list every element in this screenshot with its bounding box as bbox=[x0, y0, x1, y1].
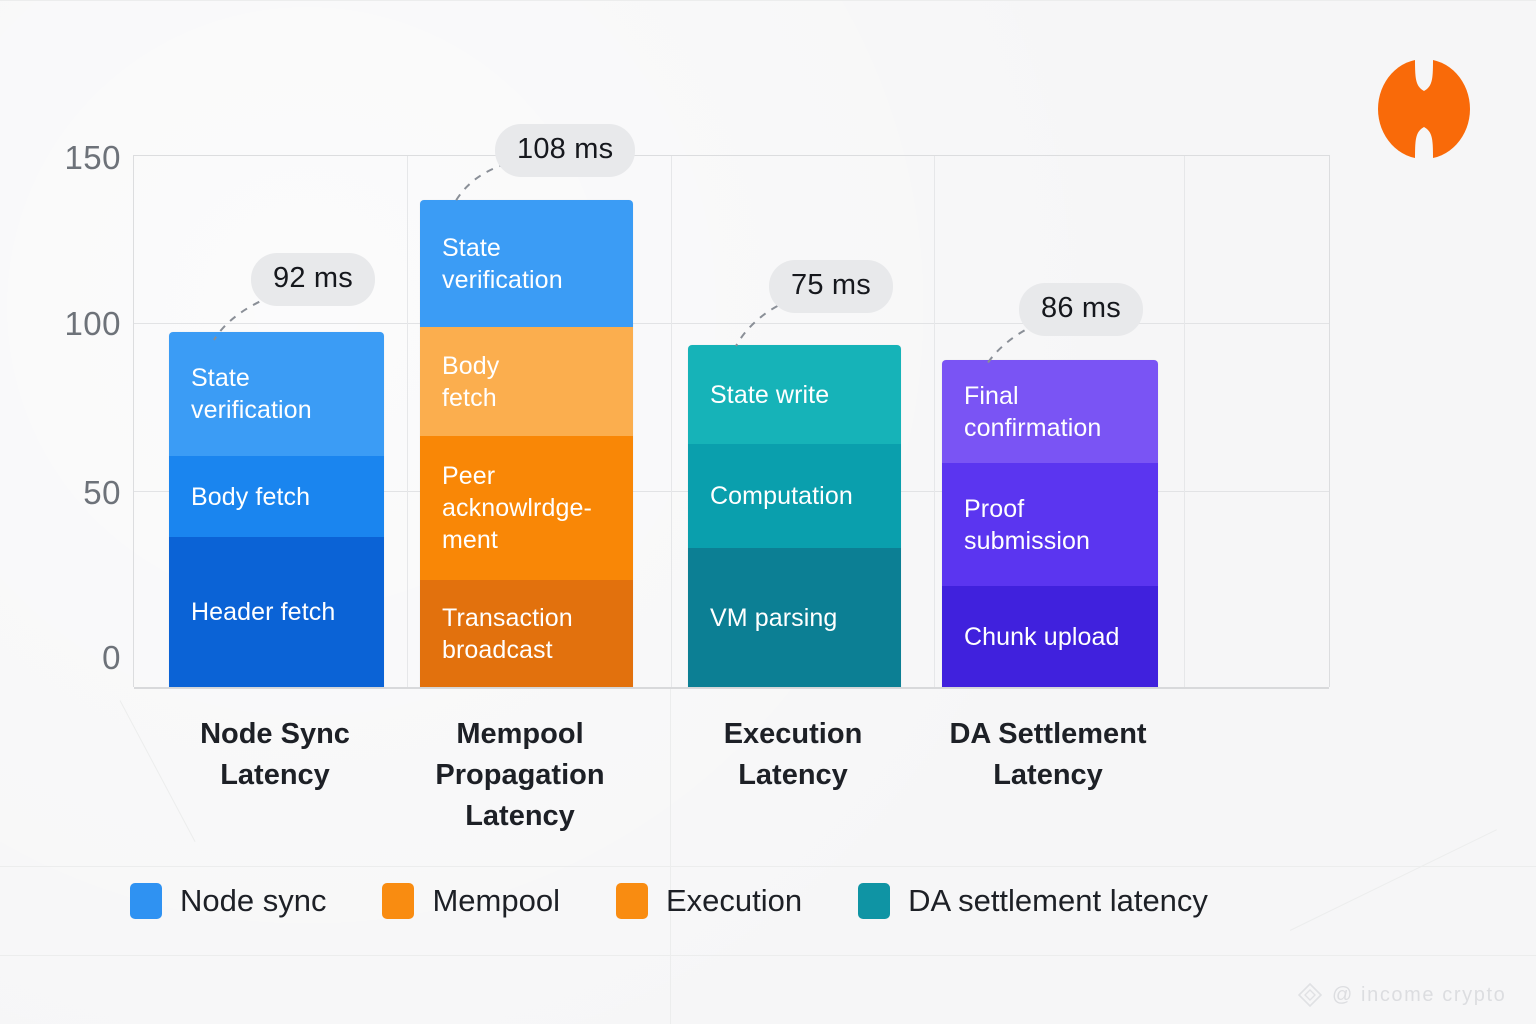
callout-da-settlement-total: 86 ms bbox=[1019, 283, 1143, 336]
bar-da-settlement[interactable]: Final confirmation Proof submission Chun… bbox=[942, 360, 1158, 687]
bg-line-h2 bbox=[0, 866, 1536, 867]
legend-label: Mempool bbox=[432, 883, 560, 918]
category-label-node-sync: Node Sync Latency bbox=[200, 718, 350, 792]
legend-label: Execution bbox=[665, 883, 803, 918]
category-label-da-settlement: DA Settlement Latency bbox=[949, 718, 1147, 792]
plot-area: State verification Body fetch Header fet… bbox=[133, 155, 1330, 689]
y-tick-100: 100 bbox=[64, 305, 121, 342]
legend-swatch-da-settlement bbox=[858, 883, 891, 919]
segment-label: Body fetch bbox=[442, 351, 500, 412]
category-label-mempool: Mempool Propagation Latency bbox=[435, 718, 605, 833]
segment-state-write[interactable]: State write bbox=[688, 345, 901, 444]
callout-execution-total: 75 ms bbox=[769, 260, 893, 313]
segment-proof-submission[interactable]: Proof submission bbox=[942, 463, 1158, 586]
segment-label: Peer acknowlrdge- ment bbox=[442, 462, 592, 554]
bg-line-h1 bbox=[0, 0, 1536, 1]
bar-mempool-propagation[interactable]: State verification Body fetch Peer ackno… bbox=[420, 200, 633, 687]
segment-label: State verification bbox=[191, 364, 312, 424]
gridline-v3 bbox=[934, 156, 935, 687]
segment-final-confirmation[interactable]: Final confirmation bbox=[942, 360, 1158, 463]
segment-label: Chunk upload bbox=[964, 622, 1120, 651]
legend-swatch-execution bbox=[615, 883, 648, 919]
legend-item-mempool[interactable]: Mempool bbox=[382, 883, 560, 919]
bg-line-v1 bbox=[670, 688, 671, 1024]
segment-state-verification[interactable]: State verification bbox=[420, 200, 633, 327]
segment-body-fetch[interactable]: Body fetch bbox=[169, 456, 384, 537]
h-logo bbox=[1378, 56, 1470, 162]
y-tick-150: 150 bbox=[64, 139, 121, 176]
legend-item-da-settlement[interactable]: DA settlement latency bbox=[858, 883, 1208, 919]
segment-label: Body fetch bbox=[191, 482, 311, 511]
y-tick-0: 0 bbox=[102, 639, 121, 676]
segment-label: State write bbox=[710, 380, 830, 409]
segment-label: Header fetch bbox=[191, 598, 336, 626]
watermark: @ income crypto bbox=[1297, 982, 1506, 1008]
bar-node-sync[interactable]: State verification Body fetch Header fet… bbox=[169, 332, 384, 687]
gridline-v4 bbox=[1184, 156, 1185, 687]
legend-swatch-mempool bbox=[382, 883, 415, 919]
watermark-text: @ income crypto bbox=[1332, 983, 1507, 1006]
segment-peer-acknowledgement[interactable]: Peer acknowlrdge- ment bbox=[420, 436, 633, 580]
legend-item-execution[interactable]: Execution bbox=[615, 883, 803, 919]
callout-mempool-total: 108 ms bbox=[495, 124, 636, 177]
segment-label: VM parsing bbox=[710, 603, 838, 632]
gridline-v1 bbox=[407, 156, 408, 687]
bg-line-diag bbox=[1289, 829, 1497, 931]
category-label-execution: Execution Latency bbox=[723, 718, 863, 792]
segment-label: Final confirmation bbox=[964, 381, 1102, 442]
segment-transaction-broadcast[interactable]: Transaction broadcast bbox=[420, 580, 633, 687]
gridline-v2 bbox=[671, 156, 672, 687]
segment-vm-parsing[interactable]: VM parsing bbox=[688, 548, 901, 687]
bg-line-h3 bbox=[0, 955, 1536, 956]
y-tick-50: 50 bbox=[83, 474, 121, 511]
gridline-100 bbox=[134, 323, 1329, 324]
segment-state-verification[interactable]: State verification bbox=[169, 332, 384, 456]
segment-label: Computation bbox=[710, 482, 853, 510]
legend-swatch-node-sync bbox=[130, 883, 162, 919]
bar-execution-latency[interactable]: State write Computation VM parsing bbox=[688, 345, 901, 687]
legend-item-node-sync[interactable]: Node sync bbox=[130, 883, 326, 919]
segment-body-fetch[interactable]: Body fetch bbox=[420, 327, 633, 436]
callout-node-sync-total: 92 ms bbox=[251, 253, 375, 306]
legend-label: Node sync bbox=[180, 883, 327, 918]
segment-label: State verification bbox=[442, 233, 563, 294]
segment-computation[interactable]: Computation bbox=[688, 444, 901, 548]
segment-chunk-upload[interactable]: Chunk upload bbox=[942, 586, 1158, 687]
segment-label: Proof submission bbox=[964, 494, 1091, 555]
segment-header-fetch[interactable]: Header fetch bbox=[169, 537, 384, 687]
axis-baseline bbox=[134, 687, 1329, 689]
diamond-icon bbox=[1297, 982, 1323, 1008]
segment-label: Transaction broadcast bbox=[442, 603, 573, 664]
legend-label: DA settlement latency bbox=[908, 883, 1208, 918]
legend: Node sync Mempool Execution DA settlemen… bbox=[130, 883, 1264, 919]
